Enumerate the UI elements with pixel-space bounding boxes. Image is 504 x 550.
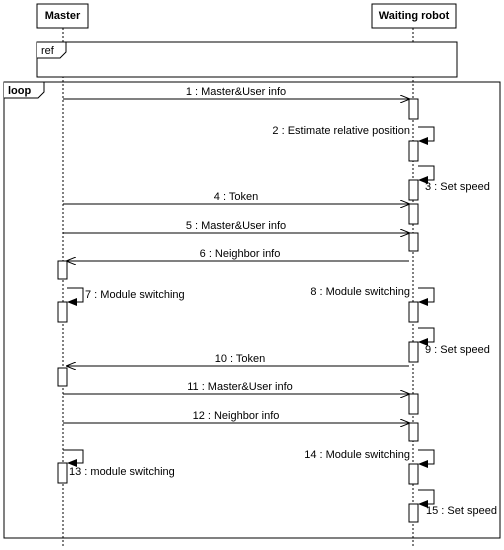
message-label: 8 : Module switching (310, 286, 410, 298)
message-9: 9 : Set speed (418, 327, 490, 356)
message-label: 5 : Master&User info (186, 220, 286, 232)
ref-frame: ref (36, 41, 458, 78)
message-14: 14 : Module switching (304, 449, 435, 468)
message-arrow (67, 287, 84, 306)
message-arrow (418, 287, 435, 306)
message-arrow (418, 489, 435, 508)
message-arrow (63, 449, 84, 467)
messages: 1 : Master&User info 2 : Estimate relati… (63, 86, 497, 517)
activation-bar (408, 140, 419, 162)
message-label: 14 : Module switching (304, 449, 410, 461)
activation-bar (57, 367, 68, 387)
message-label: 4 : Token (214, 191, 258, 203)
message-label: 1 : Master&User info (186, 86, 286, 98)
message-1: 1 : Master&User info (63, 86, 409, 99)
activations (57, 98, 419, 523)
activation-bar (57, 260, 68, 280)
message-4: 4 : Token (63, 191, 409, 204)
message-arrow (418, 449, 435, 468)
participant-master: Master (36, 3, 89, 29)
activation-bar (57, 301, 68, 323)
ref-label: ref (41, 45, 55, 57)
message-label: 6 : Neighbor info (200, 248, 281, 260)
message-arrow (418, 165, 435, 184)
message-label: 10 : Token (215, 353, 266, 365)
message-label: 12 : Neighbor info (193, 410, 280, 422)
message-arrow (418, 126, 435, 145)
activation-bar (408, 463, 419, 485)
activation-bar (408, 341, 419, 363)
participant-waiting-robot-label: Waiting robot (379, 10, 450, 22)
activation-bar (408, 232, 419, 252)
message-15: 15 : Set speed (418, 489, 497, 517)
message-11: 11 : Master&User info (63, 381, 409, 394)
message-8: 8 : Module switching (310, 286, 435, 306)
message-12: 12 : Neighbor info (63, 410, 409, 423)
message-5: 5 : Master&User info (63, 220, 409, 233)
message-7: 7 : Module switching (67, 287, 185, 306)
activation-bar (408, 203, 419, 225)
participant-master-label: Master (45, 10, 81, 22)
activation-bar (408, 179, 419, 201)
activation-bar (408, 98, 419, 120)
message-label: 15 : Set speed (426, 505, 497, 517)
activation-bar (408, 503, 419, 523)
message-10: 10 : Token (67, 353, 409, 366)
message-2: 2 : Estimate relative position (272, 125, 435, 145)
activation-bar (408, 301, 419, 323)
message-6: 6 : Neighbor info (67, 248, 409, 261)
message-label: 2 : Estimate relative position (272, 125, 410, 137)
message-label: 13 : module switching (69, 466, 175, 478)
message-label: 11 : Master&User info (187, 381, 293, 393)
message-13: 13 : module switching (63, 449, 175, 478)
message-label: 9 : Set speed (425, 344, 490, 356)
message-label: 7 : Module switching (85, 289, 185, 301)
activation-bar (408, 422, 419, 442)
activation-bar (57, 462, 68, 484)
loop-label: loop (8, 85, 31, 97)
message-3: 3 : Set speed (418, 165, 490, 193)
loop-frame: loop (3, 81, 501, 539)
message-label: 3 : Set speed (425, 181, 490, 193)
activation-bar (408, 393, 419, 415)
participant-waiting-robot: Waiting robot (371, 3, 457, 29)
message-arrow (418, 327, 435, 346)
